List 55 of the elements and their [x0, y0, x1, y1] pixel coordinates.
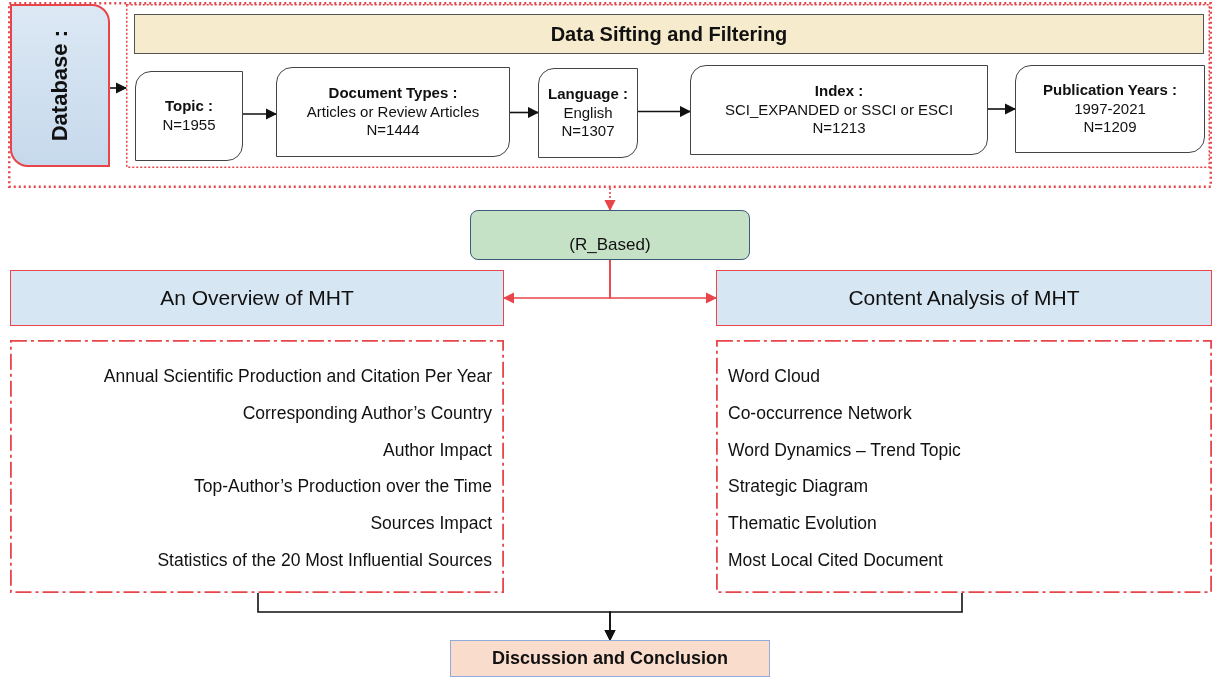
step-value: N=1444 — [366, 121, 420, 141]
list-item: Statistics of the 20 Most Influential Sources — [157, 550, 492, 572]
tool-label: (R_Based) — [569, 235, 651, 255]
step-heading: Index : — [814, 81, 864, 101]
step-heading: Language : — [548, 84, 628, 104]
step-heading: Topic : — [164, 97, 213, 116]
arrow — [987, 103, 1017, 115]
list-item: Co-occurrence Network — [728, 402, 912, 424]
list-item: Author Impact — [383, 439, 492, 461]
filter-step-box — [135, 71, 243, 161]
step-value: N=1307 — [561, 122, 615, 142]
section-box — [10, 270, 504, 326]
section-title: An Overview of MHT — [160, 286, 354, 310]
step-value: 1997-2021 — [1074, 99, 1146, 119]
arrow — [109, 82, 128, 94]
item-list-box — [10, 340, 504, 593]
list-item: Corresponding Author’s Country — [242, 402, 492, 424]
arrow — [604, 187, 616, 212]
tool-box — [470, 210, 750, 260]
header-banner — [134, 14, 1204, 54]
section-box — [716, 270, 1212, 326]
list-item: Most Local Cited Document — [728, 550, 943, 572]
filter-step-box — [538, 68, 638, 158]
list-item: Annual Scientific Production and Citation Per Year — [103, 365, 492, 387]
list-item: Word Dynamics – Trend Topic — [728, 439, 961, 461]
filter-step-box — [276, 67, 510, 157]
filter-step-box — [1015, 65, 1205, 153]
step-heading: Document Types : — [328, 83, 458, 103]
step-value: Articles or Review Articles — [306, 102, 480, 122]
arrow — [609, 259, 718, 304]
list-item: Thematic Evolution — [728, 513, 877, 535]
dotted-frame — [8, 2, 1212, 188]
step-value: N=1209 — [1083, 118, 1137, 138]
step-value: SCI_EXPANDED or SSCI or ESCI — [724, 100, 954, 120]
header-title: Data Sifting and Filtering — [550, 22, 788, 46]
section-title: Content Analysis of MHT — [848, 286, 1080, 310]
arrow — [604, 592, 963, 642]
list-item: Sources Impact — [370, 513, 492, 535]
arrow — [637, 105, 692, 118]
conclusion-box — [450, 640, 770, 677]
database-label: Database : — [47, 29, 73, 142]
conclusion-label: Discussion and Conclusion — [492, 648, 728, 669]
filter-frame — [126, 4, 1210, 168]
arrow — [242, 108, 278, 120]
arrow — [509, 106, 540, 119]
database-box — [10, 4, 110, 167]
filter-step-box — [690, 65, 988, 155]
step-value: English — [563, 103, 613, 123]
list-item: Strategic Diagram — [728, 476, 869, 498]
step-value: N=1955 — [162, 116, 216, 135]
step-heading: Publication Years : — [1043, 80, 1177, 100]
step-value: N=1213 — [812, 119, 866, 139]
list-item: Top-Author’s Production over the Time — [194, 476, 492, 498]
list-item: Word Cloud — [728, 365, 821, 387]
item-list-box — [716, 340, 1212, 593]
